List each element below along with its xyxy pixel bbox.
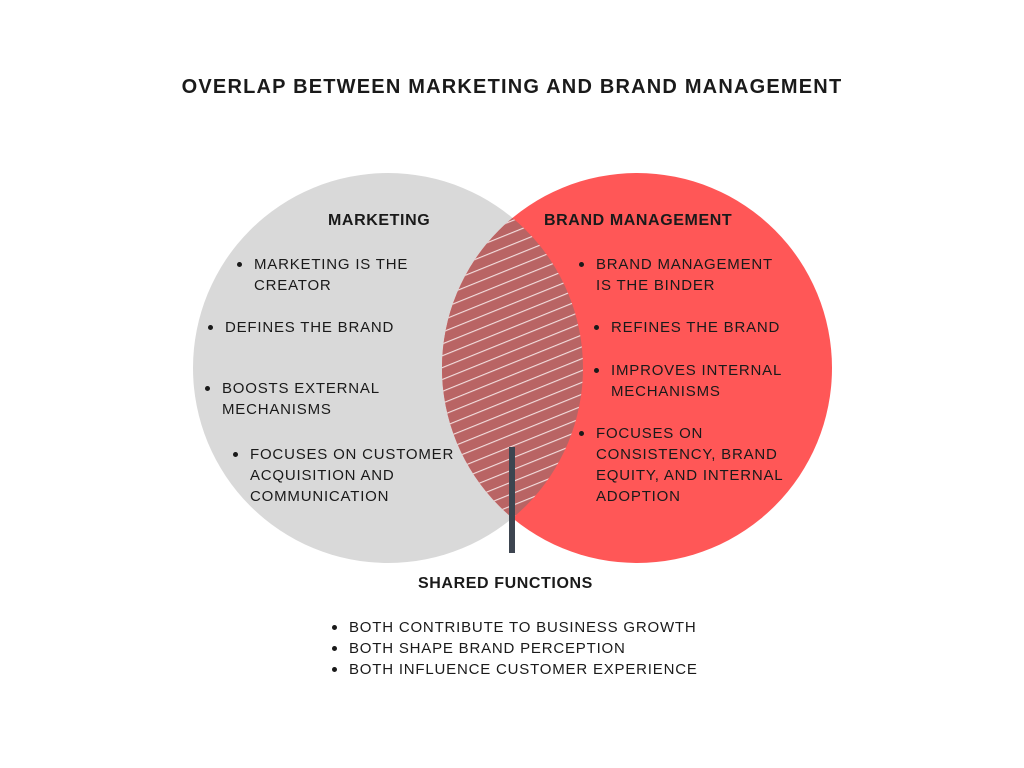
- shared-item: BOTH SHAPE BRAND PERCEPTION: [332, 638, 698, 659]
- marketing-item: ACQUISITION AND: [250, 467, 395, 484]
- marketing-item: FOCUSES ON CUSTOMER: [250, 446, 455, 463]
- overlap-region: [442, 173, 583, 563]
- brand-item: REFINES THE BRAND: [611, 319, 781, 336]
- marketing-item: MARKETING IS THE: [254, 256, 409, 273]
- brand-item: CONSISTENCY, BRAND: [596, 446, 778, 463]
- bullet-icon: [579, 262, 584, 267]
- marketing-item: MECHANISMS: [222, 401, 332, 418]
- marketing-item: DEFINES THE BRAND: [225, 319, 395, 336]
- bullet-icon: [594, 325, 599, 330]
- bullet-icon: [205, 386, 210, 391]
- bullet-icon: [237, 262, 242, 267]
- marketing-item: BOOSTS EXTERNAL: [222, 380, 380, 397]
- brand-item: FOCUSES ON: [596, 425, 704, 442]
- brand-item: BRAND MANAGEMENT: [596, 256, 773, 273]
- brand-item: IMPROVES INTERNAL: [611, 362, 783, 379]
- brand-item: EQUITY, AND INTERNAL: [596, 467, 784, 484]
- diagram-title: OVERLAP BETWEEN MARKETING AND BRAND MANA…: [181, 76, 843, 98]
- brand-item: IS THE BINDER: [596, 277, 716, 294]
- brand-item: ADOPTION: [596, 488, 681, 505]
- shared-functions-list: BOTH CONTRIBUTE TO BUSINESS GROWTH BOTH …: [332, 617, 698, 680]
- marketing-item: CREATOR: [254, 277, 332, 294]
- shared-item: BOTH CONTRIBUTE TO BUSINESS GROWTH: [332, 617, 698, 638]
- bullet-icon: [594, 368, 599, 373]
- bullet-icon: [233, 452, 238, 457]
- shared-functions-heading: SHARED FUNCTIONS: [418, 575, 593, 592]
- bullet-icon: [579, 431, 584, 436]
- shared-connector-line: [509, 447, 515, 553]
- shared-item: BOTH INFLUENCE CUSTOMER EXPERIENCE: [332, 659, 698, 680]
- brand-management-heading: BRAND MANAGEMENT: [544, 212, 733, 229]
- bullet-icon: [208, 325, 213, 330]
- marketing-heading: MARKETING: [328, 212, 431, 229]
- marketing-item: COMMUNICATION: [250, 488, 390, 505]
- brand-item: MECHANISMS: [611, 383, 721, 400]
